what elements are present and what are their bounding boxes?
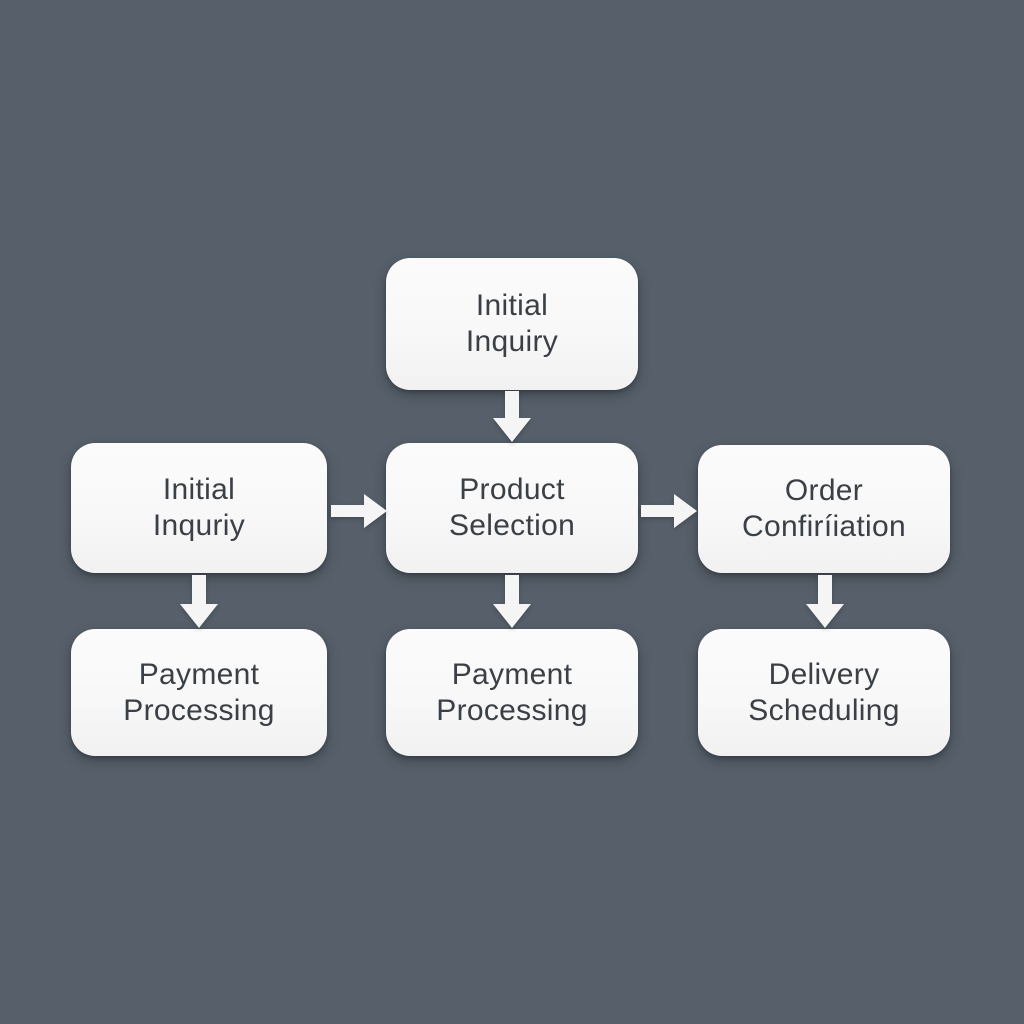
arrow-down-icon (806, 575, 844, 628)
node-payment-processing-center: Payment Processing (386, 629, 638, 756)
arrow-right-icon (641, 494, 697, 528)
node-initial-inquriy-mid-left: Initial Inquriy (71, 443, 327, 573)
node-delivery-scheduling: Delivery Scheduling (698, 629, 950, 756)
node-label: Delivery Scheduling (748, 657, 900, 727)
arrow-right-icon (331, 494, 387, 528)
node-label: Initial Inquriy (152, 473, 246, 542)
arrow-down-icon (493, 391, 531, 442)
node-label: Initial Inquiry (465, 289, 559, 358)
node-label: Payment Processing (436, 657, 588, 727)
node-product-selection: Product Selection (386, 443, 638, 573)
node-label: Order Confiríiation (742, 474, 906, 543)
node-label: Product Selection (448, 473, 576, 542)
node-initial-inquiry-top: Initial Inquiry (386, 258, 638, 390)
node-payment-processing-left: Payment Processing (71, 629, 327, 756)
arrow-down-icon (180, 575, 218, 628)
node-label: Payment Processing (123, 657, 275, 727)
node-order-confirmation: Order Confiríiation (698, 445, 950, 573)
arrow-down-icon (493, 575, 531, 628)
